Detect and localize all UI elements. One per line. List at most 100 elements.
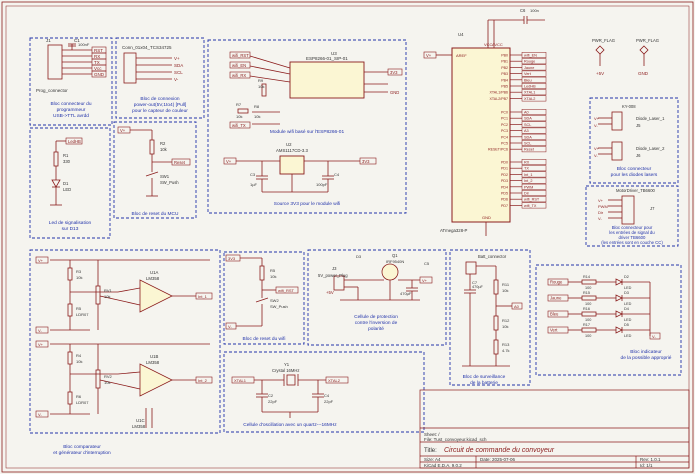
- ledc-diode-0: [615, 278, 623, 286]
- mcu-net-tag-pc-6: [521, 146, 547, 153]
- ledc-res-3: [581, 327, 597, 333]
- cmp-r6-val: LDR07: [76, 400, 89, 405]
- osc-title: Cellule d'oscillation avec un quartz---1…: [243, 422, 337, 428]
- wifi-r8: R8: [254, 104, 260, 109]
- cmp-ic: U1C: [136, 418, 145, 423]
- prog-connector-body: [47, 44, 63, 80]
- cmp-title-0: Bloc comparateur: [63, 444, 101, 450]
- ledc-d-3: D5: [624, 323, 629, 327]
- ledc-diode-2: [615, 310, 623, 318]
- mcu-pin-pc-3: PC3: [501, 129, 508, 133]
- mcu-net-tag-pd-5: [521, 190, 547, 196]
- usb-cap-val: 100nF: [78, 42, 90, 47]
- mcu-net-tag-pb-1: [521, 58, 547, 65]
- wreset-title: Bloc de reset du wifi: [243, 336, 286, 342]
- mcu-net-tag-pc-4: [521, 133, 547, 140]
- led-d-val: LED: [63, 187, 71, 192]
- mcu-pin-pc-0: PC0: [501, 111, 508, 115]
- mcu-net-tag-pc-3: [521, 127, 547, 134]
- cmp-r4: R4: [76, 353, 82, 358]
- mcu-pin-pc-4: PC4: [501, 135, 508, 139]
- mcu-net-tag-pd-1: [521, 165, 547, 172]
- osc-net-0: XTAL1: [234, 378, 247, 383]
- osc-y-val: Crystal 16MHz: [272, 368, 299, 373]
- mcu-pin-pb-4: PB4: [501, 78, 508, 82]
- svg-text:V+: V+: [38, 342, 44, 347]
- led-r-val: 330: [63, 159, 71, 164]
- mcu-net-pb-2: Jaune: [524, 66, 534, 70]
- oscillator-block: Y1 Crystal 16MHz XTAL1 XTAL2 C2 22pF C4 …: [231, 362, 349, 428]
- sensor-title-0: Bloc de connexion: [140, 96, 180, 102]
- pol-d: D3: [356, 254, 362, 259]
- ledc-net-1: Jaune: [550, 296, 562, 301]
- title-block: Sheet: / File: Tust_convoyeur.kicad_sch …: [419, 389, 690, 469]
- mcu-pin-pb-2: PB2: [501, 66, 508, 70]
- cmp-out-0: Int_1: [198, 294, 208, 299]
- mcu-part: ATmega328-P: [440, 228, 468, 233]
- ledc-dv-2: LED: [624, 318, 632, 322]
- mcu-pin-pd-3: PD3: [501, 179, 508, 183]
- mcu-pin-pc-1: PC1: [501, 117, 508, 121]
- ledc-net-3: Vert: [550, 328, 558, 333]
- wreset-r: R5: [270, 268, 276, 273]
- usb-programmer-block: [47, 43, 92, 80]
- wifi-pin-gnd: GND: [390, 90, 399, 95]
- batt-r12-val: 10k: [502, 324, 508, 329]
- mcu-vplus: V+: [426, 53, 432, 58]
- motor-title-0: Bloc connecteur pour: [612, 225, 653, 230]
- ledc-vminus-tag: [649, 332, 661, 340]
- pwr-net-1: GND: [638, 71, 649, 76]
- ledc-dv-1: LED: [624, 302, 632, 306]
- ledc-rv-1: 100: [585, 302, 591, 306]
- ledc-diode-1: [615, 294, 623, 302]
- ledc-r-1: R15: [583, 291, 590, 295]
- mcu-pin-pd-4: PD4: [501, 185, 508, 189]
- cmp-rv2: RV2: [104, 374, 112, 379]
- mcu-net-tag-pd-2: [521, 171, 547, 178]
- supply-net: 3V3: [362, 159, 370, 164]
- ledc-dv-3: LED: [624, 334, 632, 338]
- block-frames: [29, 37, 682, 434]
- sensor-pin-0: V+: [174, 56, 180, 61]
- mcu-net-pd-4: PWM: [524, 185, 533, 189]
- supply-c3: C3: [250, 172, 256, 177]
- mcu-net-tag-pc-0: [521, 109, 547, 115]
- mcu-pin-pb-1: PB1: [501, 60, 508, 64]
- wreset-sw: SW2: [270, 298, 279, 303]
- wifi-part: ESP8266-01_SIP-01: [306, 56, 348, 61]
- ledc-r-3: R17: [583, 323, 590, 327]
- mcu-net-pb-4: Bleu: [524, 78, 532, 82]
- mcu-net-pb-6: XTAL1: [524, 91, 535, 95]
- batt-c-val: 470µF: [472, 285, 484, 289]
- mcu-reset-block: V+ Reset R2 10k SW1 SW_Push Bloc de rese…: [117, 126, 191, 217]
- mcu-net-pb-5: LedHB: [524, 85, 536, 89]
- page-inner-border: [5, 5, 690, 469]
- usb-title-0: Bloc connecteur du: [50, 101, 91, 107]
- batt-r13-val: 4.7k: [502, 348, 510, 353]
- cmp-ic-part: LM358: [132, 424, 146, 429]
- batt-title-1: de la batterie: [470, 380, 498, 386]
- led-net: LedHB: [68, 139, 81, 144]
- cmp-part-a: LM358: [146, 276, 160, 281]
- usb-title-1: programmeur: [57, 107, 86, 113]
- pol-c-val: 470µF: [400, 291, 412, 296]
- pol-j-val: 5V_power_Plug: [318, 273, 348, 278]
- mcu-pin-pd-5: PD5: [501, 192, 508, 196]
- frame-motor: [585, 185, 679, 247]
- ledc-d-2: D4: [624, 307, 629, 311]
- ir-ref-1: J6: [636, 153, 641, 158]
- svg-text:V+: V+: [120, 128, 126, 133]
- usb-title-2: USB->TTL avrdd: [53, 113, 89, 119]
- frame-comparators: [29, 249, 221, 434]
- svg-text:V-: V-: [594, 153, 598, 158]
- mcu-net-pb-3: Vert: [524, 72, 532, 76]
- sensor-label: Conn_01x04_TCS34725: [122, 45, 172, 50]
- pin-tag-gnd: [91, 70, 107, 78]
- mcu-reset-r-val: 10k: [160, 147, 168, 152]
- mcu-pin-pd-6: PD6: [501, 198, 508, 202]
- supply-c4: C4: [334, 172, 340, 177]
- ledc-d-1: D3: [624, 291, 629, 295]
- motor-title-2: driver TB6600: [619, 235, 647, 240]
